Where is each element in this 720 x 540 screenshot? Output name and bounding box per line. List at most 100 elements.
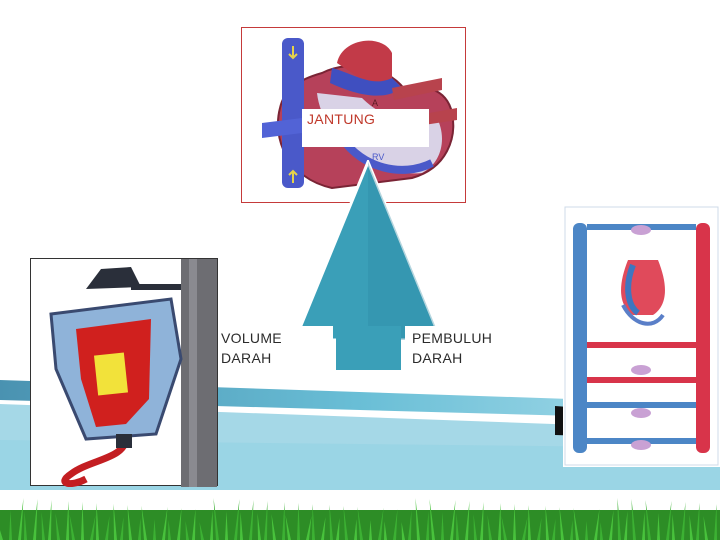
- label-volume-darah: VOLUME DARAH: [214, 326, 333, 372]
- grass-blade: [329, 505, 333, 540]
- grass-blade: [306, 516, 312, 540]
- label-volume-line2: DARAH: [221, 350, 272, 366]
- circulation-chart: [563, 205, 720, 467]
- grass-blade: [234, 499, 240, 540]
- grass-blade: [631, 499, 636, 540]
- grass-blade: [177, 508, 182, 540]
- grass-blade: [210, 510, 213, 540]
- grass-blade: [473, 514, 477, 540]
- grass-blade: [48, 500, 52, 540]
- cycle-triangle: [293, 160, 443, 370]
- circulation-chart-icon: [564, 206, 719, 466]
- grass-blade: [90, 515, 96, 540]
- grass-blade: [257, 513, 261, 540]
- grass-blade: [113, 504, 117, 540]
- grass-blade: [573, 508, 579, 540]
- grass-blade: [609, 510, 614, 540]
- grass-blade: [378, 508, 384, 540]
- grass-blade: [271, 514, 276, 540]
- grass-blade: [282, 502, 285, 540]
- grass-blade: [681, 502, 686, 540]
- grass-blade: [55, 513, 60, 540]
- label-jantung: JANTUNG: [302, 109, 429, 147]
- grass-blade: [393, 509, 398, 540]
- grass-border: [0, 498, 720, 540]
- heart-label-rv: RV: [372, 152, 384, 162]
- grass-blade: [9, 510, 12, 540]
- grass-blade: [225, 511, 228, 540]
- grass-blade: [585, 521, 588, 540]
- grass-blade: [487, 515, 492, 540]
- grass-blade: [249, 500, 254, 540]
- grass-blade: [343, 506, 348, 540]
- grass-blade: [617, 498, 621, 540]
- grass-blade: [96, 503, 99, 540]
- grass-blade: [552, 519, 556, 540]
- grass-blade: [624, 511, 628, 540]
- grass-blade: [456, 513, 459, 540]
- grass-blade: [240, 512, 243, 540]
- label-pembuluh-darah: PEMBULUH DARAH: [405, 326, 557, 372]
- grass-blade: [18, 498, 24, 540]
- iv-bag-icon: [49, 259, 217, 488]
- grass-blade: [666, 501, 672, 540]
- grass-blade: [297, 503, 300, 540]
- grass-blade: [336, 518, 340, 540]
- grass-blade: [401, 522, 405, 540]
- grass-blade: [642, 512, 645, 540]
- grass-blade: [501, 516, 507, 540]
- grass-blade: [285, 515, 291, 540]
- grass-blade: [321, 517, 326, 540]
- grass-blade: [545, 506, 549, 540]
- grass-blade: [689, 515, 693, 540]
- iv-bag-illustration: [30, 258, 218, 488]
- grass-blade: [213, 498, 219, 540]
- grass-blade: [141, 506, 147, 540]
- grass-blade: [33, 499, 38, 540]
- label-volume-line1: VOLUME: [221, 330, 282, 346]
- grass-blade: [570, 520, 573, 540]
- grass-blade: [81, 502, 84, 540]
- grass-blade: [426, 511, 429, 540]
- grass-blade: [408, 510, 412, 540]
- grass-blade: [264, 501, 268, 540]
- grass-blade: [69, 514, 75, 540]
- grass-blade: [559, 507, 564, 540]
- grass-blade: [498, 503, 501, 540]
- grass-blade: [465, 501, 470, 540]
- grass-blade: [192, 509, 196, 540]
- label-pembuluh-line2: DARAH: [412, 350, 463, 366]
- grass-blade: [384, 521, 387, 540]
- grass-blade: [480, 502, 484, 540]
- grass-blade: [537, 518, 542, 540]
- grass-blade: [185, 521, 189, 540]
- grass-blade: [369, 520, 372, 540]
- grass-blade: [120, 517, 124, 540]
- grass-blade: [645, 500, 651, 540]
- grass-blade: [703, 516, 708, 540]
- heart-label-a: A: [372, 98, 378, 108]
- grass-blade: [528, 505, 531, 540]
- grass-blade: [357, 507, 363, 540]
- grass-blade: [168, 520, 171, 540]
- grass-blade: [513, 504, 516, 540]
- label-jantung-text: JANTUNG: [307, 111, 376, 127]
- grass-blade: [594, 509, 600, 540]
- grass-blade: [672, 514, 675, 540]
- grass-blade: [199, 522, 204, 540]
- grass-blade: [696, 503, 700, 540]
- grass-blade: [127, 505, 132, 540]
- grass-blade: [41, 512, 45, 540]
- grass-blade: [66, 501, 69, 540]
- grass-blade: [450, 500, 456, 540]
- grass-blade: [415, 498, 420, 540]
- grass-blade: [312, 504, 315, 540]
- grass-blade: [153, 519, 156, 540]
- label-pembuluh-line1: PEMBULUH: [412, 330, 493, 346]
- grass-blade: [138, 518, 141, 540]
- grass-blade: [600, 522, 603, 540]
- grass-blade: [657, 513, 660, 540]
- grass-blade: [714, 504, 717, 540]
- grass-blade: [522, 517, 528, 540]
- grass-blade: [24, 511, 27, 540]
